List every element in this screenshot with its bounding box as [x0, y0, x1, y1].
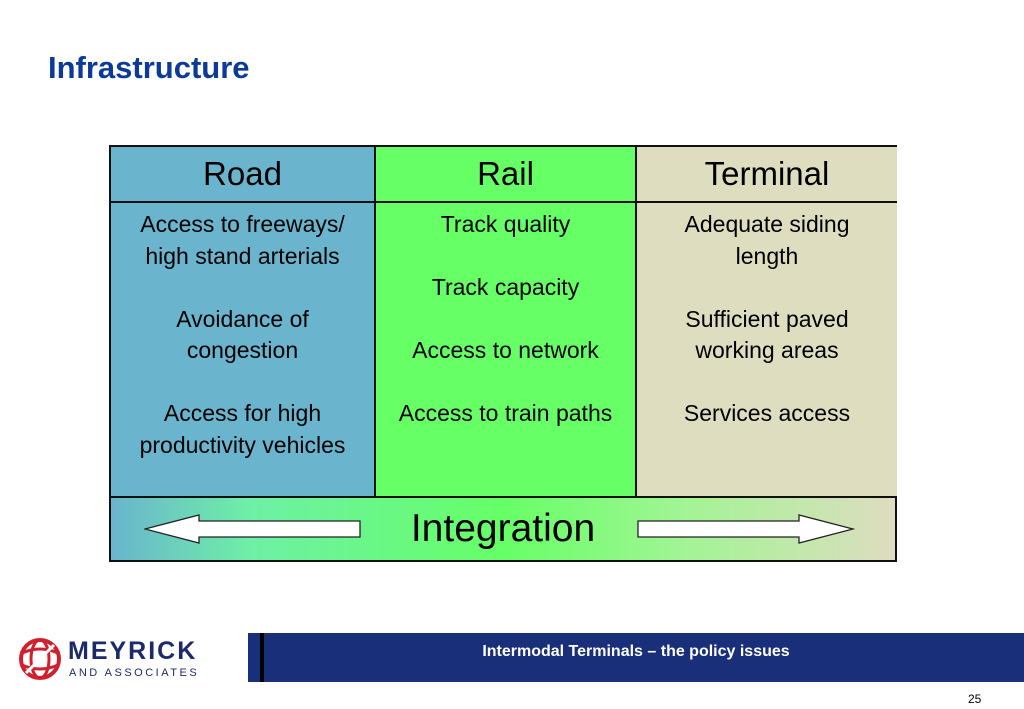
road-line: Avoidance of: [176, 305, 309, 332]
cell-rail: Track quality Track capacity Access to n…: [374, 203, 635, 498]
road-line: productivity vehicles: [139, 431, 346, 458]
terminal-line: Sufficient paved: [685, 305, 849, 332]
road-line: [111, 272, 374, 304]
road-line: Access to freeways/: [140, 211, 345, 237]
logo-subtitle: AND ASSOCIATES: [69, 667, 200, 679]
rail-line: Access to network: [412, 337, 599, 363]
cell-rail-text: Track quality Track capacity Access to n…: [376, 203, 635, 430]
footer-divider: [260, 633, 264, 682]
terminal-line: working areas: [695, 337, 839, 363]
left-arrow-icon: [144, 514, 361, 544]
header-rail-label: Rail: [477, 155, 534, 192]
terminal-line: Adequate siding: [684, 211, 850, 237]
company-logo: MEYRICK AND ASSOCIATES: [18, 635, 218, 683]
integration-row: Integration: [111, 498, 895, 560]
header-road-label: Road: [203, 155, 282, 192]
cell-terminal-text: Adequate siding length Sufficient paved …: [637, 203, 897, 430]
terminal-line: Services access: [683, 400, 851, 426]
header-road: Road: [111, 147, 374, 203]
road-line: high stand arterials: [145, 242, 340, 269]
road-line: Access for high: [163, 400, 322, 426]
footer-bar: Intermodal Terminals – the policy issues: [248, 633, 1024, 682]
integration-label: Integration: [410, 507, 596, 550]
rail-line: [376, 367, 635, 399]
globe-icon: [19, 638, 61, 680]
header-rail: Rail: [374, 147, 635, 203]
cell-road: Access to freeways/ high stand arterials…: [111, 203, 374, 498]
footer-title: Intermodal Terminals – the policy issues: [482, 643, 790, 660]
cell-road-text: Access to freeways/ high stand arterials…: [111, 203, 374, 461]
rail-line: [376, 241, 635, 273]
rail-line: [376, 304, 635, 336]
terminal-line: length: [735, 242, 799, 269]
header-terminal-label: Terminal: [704, 155, 830, 192]
rail-line: Track quality: [440, 211, 571, 237]
cell-terminal: Adequate siding length Sufficient paved …: [635, 203, 897, 498]
right-arrow-icon: [637, 514, 855, 544]
infrastructure-table: Road Rail Terminal Access to freeways/ h…: [109, 145, 897, 562]
road-line: congestion: [186, 337, 299, 363]
logo-wordmark: MEYRICK: [68, 637, 198, 665]
rail-line: Track capacity: [431, 274, 580, 300]
page-number: 25: [968, 692, 982, 706]
terminal-line: [637, 272, 897, 304]
terminal-line: [637, 367, 897, 399]
header-terminal: Terminal: [635, 147, 897, 203]
rail-line: Access to train paths: [398, 400, 613, 426]
slide-title: Infrastructure: [48, 50, 250, 85]
road-line: [111, 367, 374, 399]
